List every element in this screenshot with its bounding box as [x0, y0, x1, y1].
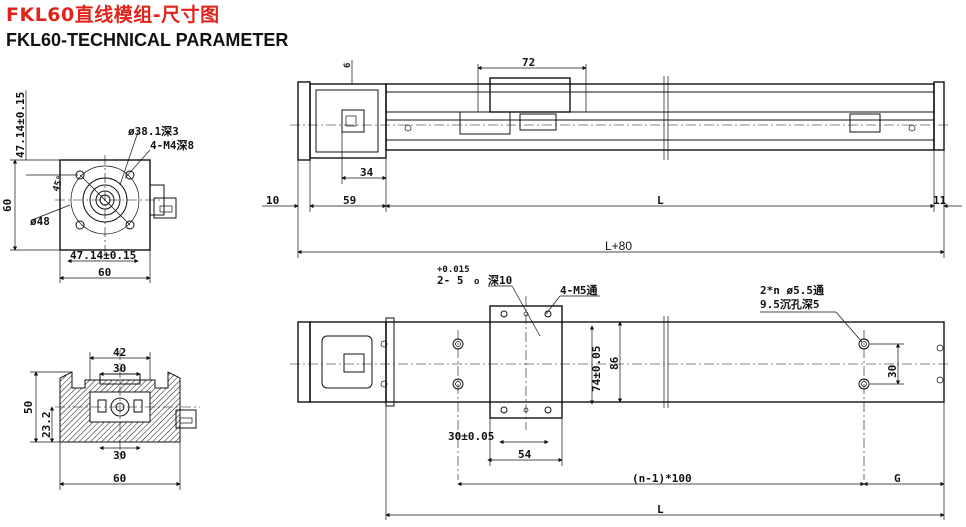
top-rail: [385, 321, 945, 403]
dim-flange-bore: ø38.1深3: [128, 124, 179, 138]
dim-section-bottom-inner: 30: [113, 449, 126, 462]
dim-side-motor: 59: [343, 194, 356, 207]
dim-top-holes: 2*n ø5.5通: [760, 284, 824, 297]
dim-top-slider-holes: 74±0.05: [590, 346, 603, 392]
top-motor-block: [309, 321, 387, 403]
dim-flange-threads: 4-M4深8: [150, 138, 194, 152]
dim-flange-width: 60: [98, 266, 111, 279]
side-end-cap: [933, 81, 945, 151]
dim-top-slider-len: 54: [518, 448, 532, 461]
dim-top-dowel-tol: +0.015: [437, 265, 470, 275]
flange-view: 47.14±0.15 60 ø38.1深3 4-M4深8 45° ø48 47.…: [1, 90, 194, 283]
dim-flange-pcd: ø48: [30, 215, 50, 228]
dim-flange-bottom: 47.14±0.15: [70, 249, 136, 262]
side-end-plate: [297, 81, 311, 161]
dim-flange-height: 60: [1, 199, 14, 212]
page-title-en: FKL60-TECHNICAL PARAMETER: [6, 30, 289, 50]
flange-screw-hole: [125, 170, 135, 180]
dim-section-center: 23.2: [40, 412, 53, 439]
dim-section-height: 50: [22, 401, 35, 414]
side-view: 72 6 34 10 59 L 11 L+80: [262, 56, 962, 258]
section-view: 42 30 50 23.2 30 60: [22, 346, 200, 490]
dim-top-dowel-depth: 深10: [488, 273, 512, 287]
dim-top-counterbore: 9.5沉孔深5: [760, 297, 820, 311]
dim-top-g: G: [894, 472, 901, 485]
page-title-cn: FKL60直线模组-尺寸图: [6, 4, 220, 26]
dim-top-threads: 4-M5通: [560, 284, 598, 297]
dim-top-width: 86: [608, 356, 621, 370]
dim-side-gap: 6: [343, 63, 353, 68]
dim-side-total: L+80: [605, 239, 632, 253]
side-slider: [489, 77, 571, 113]
side-motor-block: [309, 83, 387, 159]
dim-section-inner: 30: [113, 362, 126, 375]
flange-connector: [153, 197, 177, 219]
dim-side-stroke: L: [657, 194, 664, 207]
dim-top-slider-pitch: 30±0.05: [448, 430, 494, 443]
dim-side-slider: 72: [522, 56, 535, 69]
dim-top-length: L: [657, 503, 664, 516]
dim-side-right: 11: [933, 194, 947, 207]
dim-top-pitch: (n-1)*100: [632, 472, 692, 485]
dim-top-dowel: 2- 5: [437, 274, 464, 287]
dim-flange-vertical: 47.14±0.15: [14, 92, 27, 158]
top-end-plate: [297, 321, 311, 403]
dim-flange-angle: 45°: [51, 174, 66, 193]
flange-screw-hole: [75, 220, 85, 230]
svg-text:o: o: [474, 277, 479, 287]
dim-side-left: 10: [266, 194, 279, 207]
dim-section-width: 60: [113, 472, 126, 485]
dim-section-top: 42: [113, 346, 126, 359]
flange-screw-hole: [125, 220, 135, 230]
top-view: +0.015 2- 5 o 深10 4-M5通 2*n ø5.5通 9.5沉孔深…: [290, 265, 950, 520]
dim-side-offset: 34: [360, 166, 374, 179]
dim-top-hole-spacing: 30: [886, 365, 899, 378]
